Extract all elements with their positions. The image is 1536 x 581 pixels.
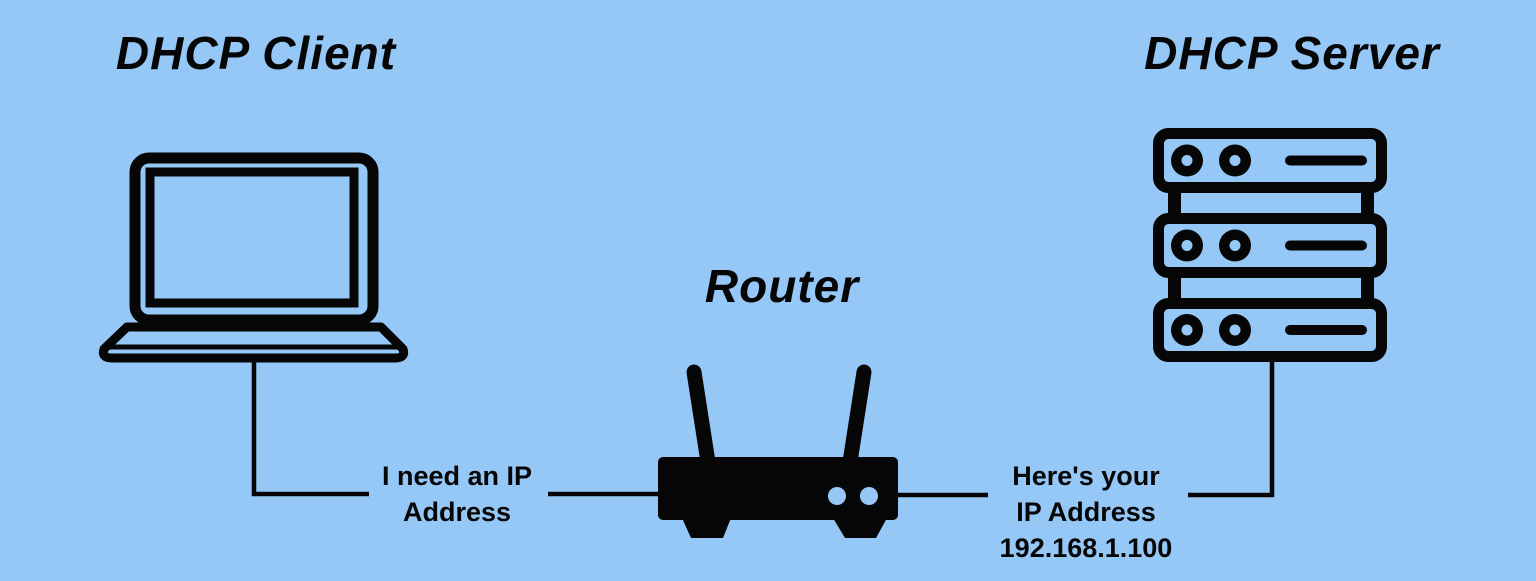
request-line-1: I need an IP — [381, 461, 533, 491]
server-slot — [1285, 155, 1367, 166]
laptop-screen — [145, 167, 359, 308]
client-title: DHCP Client — [115, 27, 397, 79]
server-unit — [1153, 128, 1387, 193]
router-led — [860, 487, 878, 505]
server-unit — [1153, 213, 1387, 278]
rack-joint — [1168, 190, 1181, 217]
server-slot — [1285, 325, 1367, 335]
request-line-2: Address — [402, 497, 512, 527]
response-line-2: IP Address — [1016, 497, 1156, 527]
router-title: Router — [704, 260, 860, 312]
laptop-screen-frame — [129, 152, 379, 326]
router-foot-right — [833, 518, 887, 538]
server-port-hole — [1181, 155, 1193, 166]
router-server-link — [896, 360, 1275, 498]
response-message: Here's your IP Address 192.168.1.100 — [961, 458, 1211, 566]
router-led — [828, 487, 846, 505]
server-title: DHCP Server — [1144, 27, 1440, 79]
server-port-hole — [1229, 324, 1241, 336]
server-port-hole — [1229, 155, 1241, 166]
router-body — [658, 457, 898, 520]
server-port-hole — [1229, 240, 1241, 251]
request-message: I need an IP Address — [332, 458, 582, 530]
client-router-link — [251, 358, 660, 497]
rack-joint — [1168, 275, 1181, 302]
router-icon — [658, 364, 898, 538]
server-port-hole — [1181, 240, 1193, 251]
laptop-icon — [98, 152, 409, 363]
response-line-1: Here's your — [1012, 461, 1160, 491]
laptop-base — [98, 322, 409, 363]
server-rack-icon — [1153, 128, 1387, 362]
server-port-hole — [1181, 324, 1193, 336]
router-antenna-right — [842, 364, 872, 470]
rack-joint — [1361, 190, 1374, 217]
server-slot — [1285, 240, 1367, 251]
server-unit — [1153, 298, 1387, 362]
router-antenna-left — [686, 364, 716, 470]
response-line-3: 192.168.1.100 — [999, 533, 1173, 563]
router-foot-left — [682, 518, 731, 538]
rack-joint — [1361, 275, 1374, 302]
